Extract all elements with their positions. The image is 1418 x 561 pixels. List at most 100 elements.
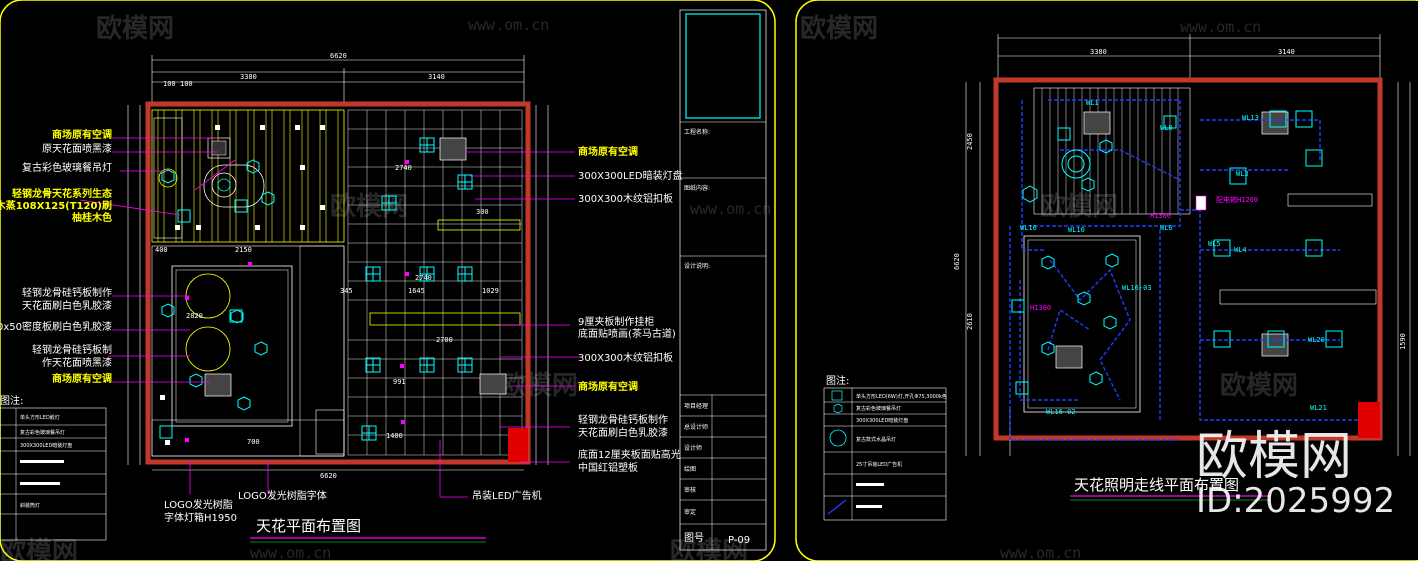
annotation-label: 原天花面喷黑漆 bbox=[42, 142, 112, 155]
legend-row: 300X300LED暗装灯盘 bbox=[20, 442, 72, 449]
watermark-brand: 欧模网 bbox=[800, 13, 878, 44]
circuit-label: WL13 bbox=[1242, 114, 1259, 122]
brand-watermark-large: 欧模网 bbox=[1196, 427, 1352, 487]
circuit-label: WL20 bbox=[1308, 336, 1325, 344]
left-legend: 图注: 单头方形LED嵌灯 复古彩色玻璃餐吊灯 300X300LED暗装灯盘 斜… bbox=[0, 394, 107, 541]
circuit-label: WL1 bbox=[1086, 99, 1099, 107]
dim-bottom: 6620 bbox=[320, 472, 337, 480]
dim-top-small: 100 bbox=[180, 80, 193, 88]
right-lighting-wiring-plan: 3380 3140 2450 2610 1590 6620 bbox=[823, 34, 1411, 521]
dim-label: 2700 bbox=[436, 336, 453, 344]
pendant-lamp-fixtures bbox=[161, 159, 275, 411]
dim-label: 2150 bbox=[235, 246, 252, 254]
legend-row: 复古彩色玻璃餐吊灯 bbox=[856, 405, 901, 412]
legend-title: 图注: bbox=[826, 374, 849, 387]
right-legend: 图注: 单头方形LED(6W)灯,开孔Φ75,3000k色 复古彩色玻璃餐吊灯 … bbox=[823, 374, 947, 521]
circuit-label: WL8 bbox=[1160, 124, 1173, 132]
circuit-label: WL3 bbox=[1236, 170, 1249, 178]
watermark-brand: 欧模网 bbox=[670, 536, 748, 561]
circuit-label: WL16 bbox=[1020, 224, 1037, 232]
hanging-cabinet bbox=[369, 312, 521, 326]
annotation-label: 商场原有空调 bbox=[578, 145, 638, 158]
annotation-label: 9厘夹板制作挂柜 bbox=[578, 315, 654, 328]
dim-label: 2740 bbox=[395, 164, 412, 172]
dim-label: 300 bbox=[476, 208, 489, 216]
dim-right-width: 3140 bbox=[1278, 48, 1295, 56]
watermarks: 欧模网 www.om.cn 欧模网 www.om.cn 欧模网 www.om.c… bbox=[0, 13, 1298, 561]
wiring-circuits bbox=[1009, 99, 1360, 441]
right-plan-title: 天花照明走线平面布置图 bbox=[1074, 476, 1239, 494]
square-led-fixtures bbox=[1011, 110, 1343, 395]
tile-grid-ceiling bbox=[347, 109, 523, 456]
annotation-label: 柚桂木色 bbox=[72, 211, 112, 224]
legend-title: 图注: bbox=[0, 394, 23, 407]
circuit-label: WL10 bbox=[1068, 226, 1085, 234]
legend-row: 300X300LED暗装灯盘 bbox=[856, 417, 908, 424]
circuit-label: WL16-03 bbox=[1122, 284, 1152, 292]
legend-row: 单头方形LED(6W)灯,开孔Φ75,3000k色 bbox=[856, 393, 947, 400]
watermark-url: www.om.cn bbox=[690, 200, 771, 218]
height-note: H1300 bbox=[1030, 304, 1051, 312]
tb-drawing-no-label: 图号 bbox=[684, 532, 704, 544]
right-annotations: 商场原有空调300X300LED暗装灯盘300X300木纹铝扣板9厘夹板制作挂柜… bbox=[578, 145, 683, 474]
tb-drawing-content: 图纸内容: bbox=[684, 184, 710, 192]
watermark-brand: 欧模网 bbox=[1040, 191, 1118, 222]
watermark-url: www.om.cn bbox=[250, 544, 331, 561]
distribution-box-note: 配电箱H1200 bbox=[1216, 195, 1258, 204]
watermark-url: www.om.cn bbox=[1180, 18, 1261, 36]
dim-height: 2450 bbox=[966, 133, 974, 150]
dim-top-small: 100 bbox=[163, 80, 176, 88]
circuit-label: WL5 bbox=[1208, 240, 1221, 248]
annotation-label: 作天花面喷黑漆 bbox=[42, 356, 112, 369]
left-plan-title: 天花平面布置图 bbox=[256, 517, 361, 535]
pendant-lamp-fixtures bbox=[1022, 139, 1119, 386]
tb-drawing-no: P-09 bbox=[728, 535, 750, 546]
hanging-cabinet bbox=[437, 219, 521, 231]
circuit-label: WL4 bbox=[1234, 246, 1247, 254]
leader-lines bbox=[79, 137, 580, 498]
dim-label: 1645 bbox=[408, 287, 425, 295]
led-ad-screen bbox=[508, 428, 528, 462]
dim-label: 345 bbox=[340, 287, 353, 295]
dim-height: 2610 bbox=[966, 313, 974, 330]
left-annotations: 商场原有空调原天花面喷黑漆复古彩色玻璃餐吊灯轻钢龙骨天花系列生态木蒸108X12… bbox=[0, 128, 112, 385]
annotation-label: 商场原有空调 bbox=[578, 380, 638, 393]
left-ceiling-plan: 6620 3380 3140 6620 100 100 bbox=[0, 9, 767, 551]
dim-label: 1400 bbox=[386, 432, 403, 440]
annotation-label: 底面贴喷画(茶马古道) bbox=[578, 327, 676, 340]
dim-label: 1029 bbox=[482, 287, 499, 295]
annotation-label: 50x50密度板刷白色乳胶漆 bbox=[0, 320, 112, 333]
legend-row: 斜装筒灯 bbox=[20, 502, 40, 509]
tb-row: 审核 bbox=[684, 486, 696, 494]
annotation-label: 商场原有空调 bbox=[52, 128, 112, 141]
tb-row: 总设计师 bbox=[684, 423, 708, 431]
ac-unit bbox=[439, 137, 467, 161]
logo-resin-label: LOGO发光树脂字体 bbox=[238, 489, 327, 502]
leader-arrows bbox=[185, 160, 409, 442]
annotation-label: 天花面刷白色乳胶漆 bbox=[22, 299, 112, 312]
dim-label: 400 bbox=[155, 246, 168, 254]
tb-row: 设计师 bbox=[684, 444, 702, 452]
tb-project-name: 工程名称: bbox=[684, 128, 710, 136]
annotation-label: 轻钢龙骨天花系列生态 bbox=[12, 187, 112, 200]
dim-left-width: 3380 bbox=[1090, 48, 1107, 56]
dim-label: 991 bbox=[393, 378, 406, 386]
ac-unit bbox=[479, 373, 507, 395]
dim-label: 2820 bbox=[186, 312, 203, 320]
watermark-brand: 欧模网 bbox=[500, 370, 578, 401]
logo-lightbox-label: LOGO发光树脂 bbox=[164, 498, 233, 511]
legend-row: 复古款式水晶吊灯 bbox=[856, 436, 896, 443]
distribution-box bbox=[1195, 195, 1207, 211]
annotation-label: 木蒸108X125(T120)刷 bbox=[0, 199, 112, 212]
tb-design-note: 设计说明: bbox=[684, 262, 710, 270]
outer-wall bbox=[993, 77, 1383, 441]
dim-left-width: 3380 bbox=[240, 73, 257, 81]
circuit-label: WL6 bbox=[1160, 224, 1173, 232]
wood-slat-ceiling bbox=[151, 109, 345, 243]
dim-height: 1590 bbox=[1399, 333, 1407, 350]
dim-label: 700 bbox=[247, 438, 260, 446]
title-block: 工程名称: 图纸内容: 设计说明: 项目经理 总设计师 设计师 绘图 审核 审定… bbox=[679, 9, 767, 551]
annotation-label: 300X300木纹铝扣板 bbox=[578, 351, 673, 364]
dim-total-width: 6620 bbox=[330, 52, 347, 60]
